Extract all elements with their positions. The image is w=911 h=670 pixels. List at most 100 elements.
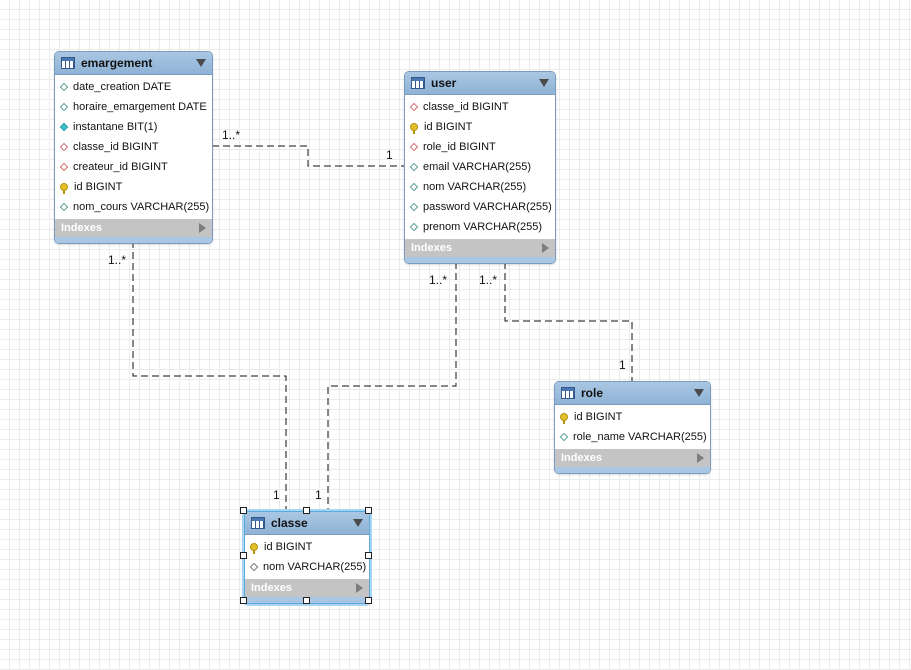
table-user[interactable]: user classe_id BIGINT id BIGINT role_id …	[404, 71, 556, 264]
table-icon	[251, 517, 265, 529]
resize-handle-bottom[interactable]	[303, 597, 310, 604]
rel-emargement-classe-line[interactable]	[132, 241, 287, 510]
card-user-classe-to: 1	[315, 488, 322, 502]
column-row[interactable]: date_creation DATE	[55, 77, 212, 97]
rel-emargement-user-line[interactable]	[212, 145, 405, 167]
table-name: role	[581, 386, 604, 400]
column-row[interactable]: id BIGINT	[405, 117, 555, 137]
column-text: id BIGINT	[264, 541, 313, 553]
primary-key-icon	[410, 123, 418, 134]
column-diamond-icon	[409, 182, 419, 192]
foreign-key-diamond-icon	[409, 102, 419, 112]
column-row[interactable]: role_name VARCHAR(255)	[555, 427, 710, 447]
column-text: date_creation DATE	[73, 81, 172, 93]
card-user-role-from: 1..*	[479, 273, 497, 287]
foreign-key-diamond-icon	[59, 142, 69, 152]
column-text: id BIGINT	[574, 411, 623, 423]
column-diamond-icon	[559, 432, 569, 442]
column-text: classe_id BIGINT	[73, 141, 159, 153]
column-text: role_name VARCHAR(255)	[573, 431, 707, 443]
column-diamond-icon	[409, 222, 419, 232]
table-name: emargement	[81, 56, 153, 70]
column-row[interactable]: nom VARCHAR(255)	[405, 177, 555, 197]
indexes-section[interactable]: Indexes	[555, 449, 710, 467]
column-text: id BIGINT	[424, 121, 473, 133]
column-row[interactable]: prenom VARCHAR(255)	[405, 217, 555, 237]
expand-triangle-icon[interactable]	[356, 583, 363, 593]
table-header[interactable]: role	[555, 382, 710, 405]
collapse-triangle-icon[interactable]	[539, 79, 549, 87]
indexes-section[interactable]: Indexes	[55, 219, 212, 237]
expand-triangle-icon[interactable]	[697, 453, 704, 463]
card-user-role-to: 1	[619, 358, 626, 372]
indexes-section[interactable]: Indexes	[245, 579, 369, 597]
card-emargement-classe-from: 1..*	[108, 253, 126, 267]
card-emargement-user-from: 1..*	[222, 128, 240, 142]
table-footer	[55, 237, 212, 243]
column-row[interactable]: nom VARCHAR(255)	[245, 557, 369, 577]
collapse-triangle-icon[interactable]	[694, 389, 704, 397]
column-text: nom VARCHAR(255)	[263, 561, 367, 573]
primary-key-icon	[560, 413, 568, 424]
column-row[interactable]: classe_id BIGINT	[55, 137, 212, 157]
column-row[interactable]: nom_cours VARCHAR(255)	[55, 197, 212, 217]
table-footer	[405, 257, 555, 263]
column-row[interactable]: id BIGINT	[55, 177, 212, 197]
column-row[interactable]: email VARCHAR(255)	[405, 157, 555, 177]
table-footer	[555, 467, 710, 473]
table-icon	[61, 57, 75, 69]
column-text: horaire_emargement DATE	[73, 101, 207, 113]
table-header[interactable]: classe	[245, 512, 369, 535]
collapse-triangle-icon[interactable]	[196, 59, 206, 67]
column-diamond-icon	[249, 562, 259, 572]
primary-key-icon	[60, 183, 68, 194]
column-text: instantane BIT(1)	[73, 121, 158, 133]
table-emargement[interactable]: emargement date_creation DATE horaire_em…	[54, 51, 213, 244]
indexes-label: Indexes	[61, 222, 102, 234]
resize-handle-right[interactable]	[365, 552, 372, 559]
table-header[interactable]: emargement	[55, 52, 212, 75]
foreign-key-diamond-icon	[59, 162, 69, 172]
card-user-classe-from: 1..*	[429, 273, 447, 287]
column-diamond-icon	[59, 82, 69, 92]
column-row[interactable]: id BIGINT	[555, 407, 710, 427]
indexes-label: Indexes	[251, 582, 292, 594]
column-row[interactable]: role_id BIGINT	[405, 137, 555, 157]
column-row[interactable]: password VARCHAR(255)	[405, 197, 555, 217]
collapse-triangle-icon[interactable]	[353, 519, 363, 527]
resize-handle-left[interactable]	[240, 552, 247, 559]
indexes-label: Indexes	[561, 452, 602, 464]
column-text: id BIGINT	[74, 181, 123, 193]
table-header[interactable]: user	[405, 72, 555, 95]
table-icon	[411, 77, 425, 89]
indexes-section[interactable]: Indexes	[405, 239, 555, 257]
card-emargement-user-to: 1	[386, 148, 393, 162]
column-row[interactable]: horaire_emargement DATE	[55, 97, 212, 117]
resize-handle-top-left[interactable]	[240, 507, 247, 514]
resize-handle-bottom-right[interactable]	[365, 597, 372, 604]
column-text: createur_id BIGINT	[73, 161, 168, 173]
column-diamond-icon	[59, 102, 69, 112]
resize-handle-bottom-left[interactable]	[240, 597, 247, 604]
table-role[interactable]: role id BIGINT role_name VARCHAR(255) In…	[554, 381, 711, 474]
column-row[interactable]: id BIGINT	[245, 537, 369, 557]
rel-user-classe-line[interactable]	[327, 262, 457, 510]
indexes-label: Indexes	[411, 242, 452, 254]
resize-handle-top[interactable]	[303, 507, 310, 514]
column-diamond-icon	[409, 202, 419, 212]
column-text: prenom VARCHAR(255)	[423, 221, 543, 233]
column-row[interactable]: createur_id BIGINT	[55, 157, 212, 177]
column-diamond-icon	[59, 202, 69, 212]
rel-user-role-line[interactable]	[504, 262, 633, 381]
column-row[interactable]: classe_id BIGINT	[405, 97, 555, 117]
table-classe[interactable]: classe id BIGINT nom VARCHAR(255) Indexe…	[244, 511, 370, 604]
column-text: nom VARCHAR(255)	[423, 181, 527, 193]
resize-handle-top-right[interactable]	[365, 507, 372, 514]
table-name: classe	[271, 516, 308, 530]
column-row[interactable]: instantane BIT(1)	[55, 117, 212, 137]
expand-triangle-icon[interactable]	[542, 243, 549, 253]
expand-triangle-icon[interactable]	[199, 223, 206, 233]
column-text: classe_id BIGINT	[423, 101, 509, 113]
column-text: email VARCHAR(255)	[423, 161, 531, 173]
column-text: password VARCHAR(255)	[423, 201, 552, 213]
